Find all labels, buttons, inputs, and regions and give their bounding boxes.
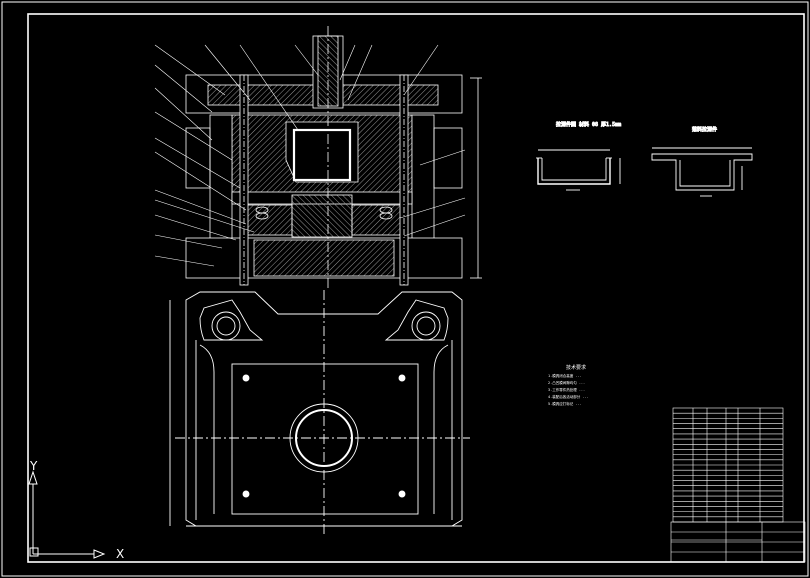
ucs-icon: X Y bbox=[28, 459, 124, 561]
tech-requirements: 技术要求 1.模具闭合高度 ... 2.凸凹模间隙均匀 ... 3.工作零件热处… bbox=[548, 364, 589, 406]
part-view-2[interactable]: 落料拉深件 bbox=[651, 126, 753, 197]
part-view-1[interactable]: 拉深件图 材料 08 厚1.5mm bbox=[536, 121, 622, 191]
tech-requirement-line: 1.模具闭合高度 ... bbox=[548, 373, 582, 378]
tech-requirement-line: 3.工作零件热处理 ... bbox=[548, 387, 585, 392]
plan-view[interactable] bbox=[169, 290, 470, 534]
tech-requirements-heading: 技术要求 bbox=[566, 364, 586, 371]
inner-frame bbox=[27, 13, 805, 563]
leader-lines bbox=[154, 44, 466, 267]
section-view[interactable] bbox=[185, 26, 482, 290]
tech-requirement-line: 4.装配后各活动部分 ... bbox=[548, 394, 589, 399]
title-block[interactable] bbox=[670, 407, 806, 563]
tech-requirement-line: 2.凸凹模间隙均匀 ... bbox=[548, 380, 585, 385]
ucs-y-label: Y bbox=[29, 459, 38, 473]
ucs-x-label: X bbox=[116, 547, 124, 561]
part-view-2-title: 落料拉深件 bbox=[692, 126, 717, 133]
part-view-1-title: 拉深件图 材料 08 厚1.5mm bbox=[556, 121, 621, 128]
tech-requirement-line: 5.模具应打标记 ... bbox=[548, 401, 582, 406]
